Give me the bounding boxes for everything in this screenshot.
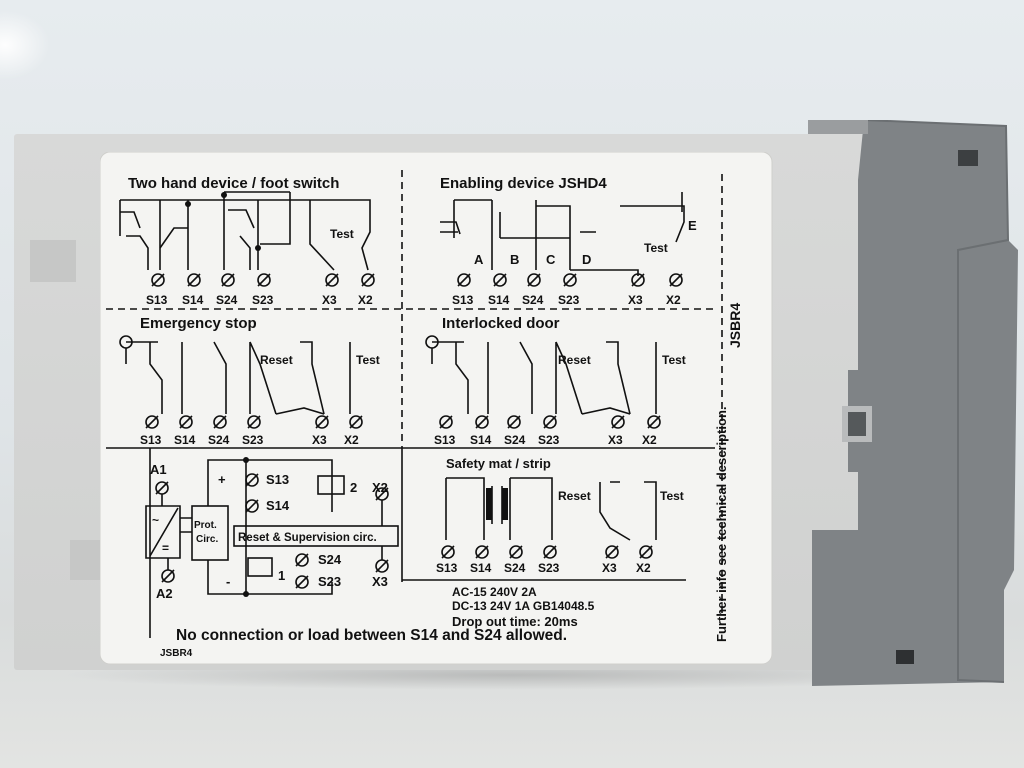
title-enabling: Enabling device JSHD4 (440, 175, 607, 192)
svg-text:S13: S13 (266, 472, 289, 487)
svg-text:S14: S14 (470, 433, 492, 447)
side-note: Further info see technical description. (714, 407, 729, 643)
svg-text:S13: S13 (140, 433, 162, 447)
circuit-door: Reset Test S13 S14 S24 S23 X3 X2 (425, 335, 686, 447)
title-mat: Safety mat / strip (446, 456, 551, 471)
svg-text:X3: X3 (322, 293, 337, 307)
svg-text:-: - (226, 574, 230, 589)
rating-dc13: DC-13 24V 1A GB14048.5 (452, 599, 595, 613)
supervision-box: Reset & Supervision circ. (238, 532, 377, 544)
svg-text:X3: X3 (608, 433, 623, 447)
svg-text:Reset: Reset (260, 353, 293, 367)
drop-out-time: Drop out time: 20ms (452, 614, 578, 629)
circuit-two-hand: Test S13 S14 S24 S23 X3 X2 (119, 191, 375, 307)
warning-text: No connection or load between S14 and S2… (176, 627, 567, 644)
svg-text:X2: X2 (666, 293, 681, 307)
front-terminal-block (808, 120, 1018, 686)
svg-text:S23: S23 (538, 561, 560, 575)
svg-text:=: = (162, 541, 169, 555)
svg-text:+: + (218, 472, 226, 487)
svg-text:S24: S24 (216, 293, 238, 307)
svg-text:Reset: Reset (558, 353, 591, 367)
svg-text:S14: S14 (174, 433, 196, 447)
title-estop: Emergency stop (140, 315, 257, 332)
svg-text:Test: Test (644, 241, 668, 255)
svg-text:X2: X2 (344, 433, 359, 447)
title-two-hand: Two hand device / foot switch (128, 175, 339, 192)
svg-text:X2: X2 (636, 561, 651, 575)
svg-text:S24: S24 (318, 552, 342, 567)
svg-text:~: ~ (152, 513, 159, 527)
circuit-enabling: A B C D Test E S13 S14 S24 S23 X3 X2 (440, 192, 697, 307)
model-vertical: JSBR4 (727, 303, 743, 348)
svg-text:Prot.: Prot. (194, 520, 217, 531)
svg-text:Test: Test (662, 353, 686, 367)
title-door: Interlocked door (442, 315, 560, 332)
svg-text:S14: S14 (488, 293, 510, 307)
svg-text:Reset: Reset (558, 489, 591, 503)
din-rail-notch-top (30, 240, 76, 282)
svg-text:E: E (688, 218, 697, 233)
svg-text:X2: X2 (372, 480, 388, 495)
svg-text:S23: S23 (558, 293, 580, 307)
svg-text:S13: S13 (146, 293, 168, 307)
svg-text:Circ.: Circ. (196, 534, 218, 545)
indicator-slot-top (958, 150, 978, 166)
svg-text:X2: X2 (642, 433, 657, 447)
svg-text:S24: S24 (504, 433, 526, 447)
model-small: JSBR4 (160, 648, 193, 659)
svg-text:S24: S24 (504, 561, 526, 575)
svg-text:Test: Test (356, 353, 380, 367)
svg-text:S14: S14 (470, 561, 492, 575)
svg-text:Test: Test (660, 489, 684, 503)
svg-text:C: C (546, 252, 556, 267)
svg-text:X3: X3 (628, 293, 643, 307)
wiring-diagram-label: Two hand device / foot switch Enabling d… (100, 152, 773, 665)
svg-text:S14: S14 (182, 293, 204, 307)
indicator-slot-bottom (896, 650, 914, 664)
light-glare (0, 10, 50, 80)
svg-text:S24: S24 (522, 293, 544, 307)
svg-text:A: A (474, 252, 484, 267)
svg-text:2: 2 (350, 480, 357, 495)
svg-text:S24: S24 (208, 433, 230, 447)
svg-text:S14: S14 (266, 498, 290, 513)
svg-text:X3: X3 (312, 433, 327, 447)
rating-ac15: AC-15 240V 2A (452, 585, 537, 599)
circuit-estop: Reset Test S13 S14 S24 S23 X3 X2 (119, 335, 380, 447)
svg-text:X3: X3 (602, 561, 617, 575)
svg-text:S23: S23 (252, 293, 274, 307)
svg-text:A2: A2 (156, 586, 173, 601)
circuit-internal: A1 ~ = A2 Prot. Circ. + - S13 S14 S24 S2… (145, 457, 399, 601)
svg-text:S23: S23 (318, 574, 341, 589)
svg-text:A1: A1 (150, 462, 167, 477)
svg-text:S13: S13 (434, 433, 456, 447)
svg-text:X3: X3 (372, 574, 388, 589)
two-hand-test: Test (330, 227, 354, 241)
svg-text:X2: X2 (358, 293, 373, 307)
svg-text:D: D (582, 252, 591, 267)
svg-text:S23: S23 (242, 433, 264, 447)
svg-text:B: B (510, 252, 519, 267)
circuit-mat: Reset Test S13 S14 S24 S23 X3 X2 (436, 477, 684, 575)
svg-text:S13: S13 (436, 561, 458, 575)
svg-text:1: 1 (278, 568, 285, 583)
svg-text:S23: S23 (538, 433, 560, 447)
svg-text:S13: S13 (452, 293, 474, 307)
